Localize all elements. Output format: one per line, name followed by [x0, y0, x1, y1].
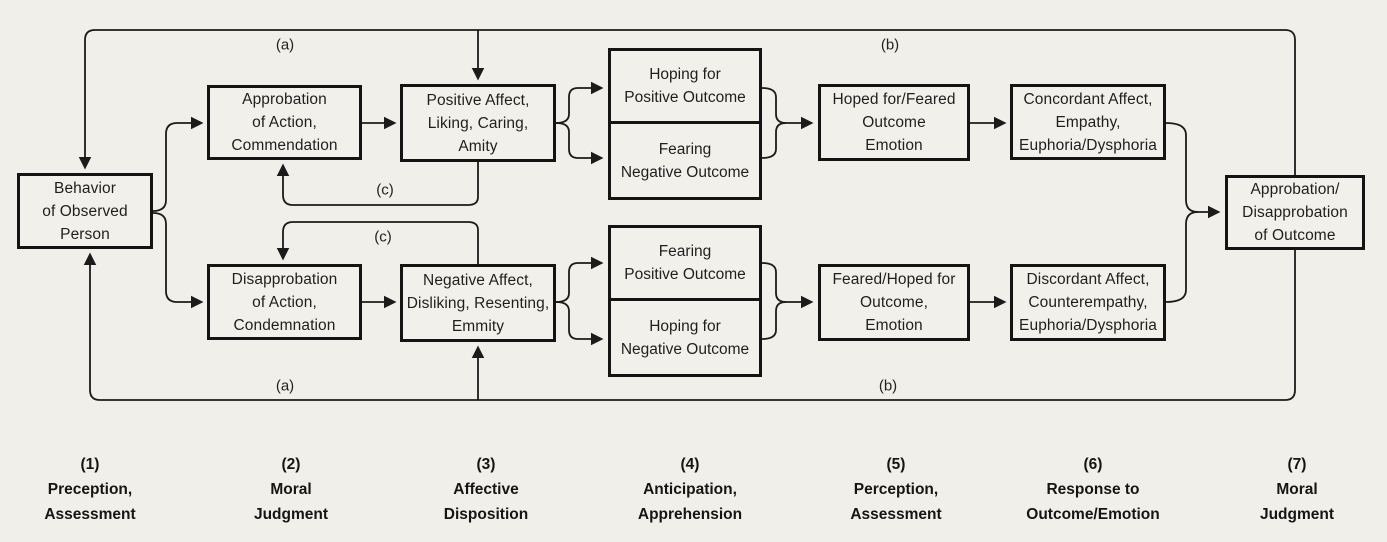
stage-7-moral-judgment: (7) Moral Judgment [1260, 452, 1334, 527]
arrow-behavior-to-approbation [152, 116, 204, 212]
arrow-c-bottom-loop [276, 221, 479, 264]
node-anticipation-positive-group: Hoping for Positive Outcome Fearing Nega… [608, 48, 762, 200]
node-fearing-negative-outcome: Fearing Negative Outcome [620, 140, 750, 181]
stage-6-response-to-outcome: (6) Response to Outcome/Emotion [1026, 452, 1159, 527]
node-negative-affect: Negative Affect, Disliking, Resenting, E… [400, 264, 556, 342]
edge-label-a-top: (a) [275, 36, 295, 54]
stage-3-name: Affective Disposition [443, 481, 529, 523]
node-approbation-disapprobation-of-outcome: Approbation/ Disapprobation of Outcome [1225, 175, 1365, 250]
stage-5-name: Perception, Assessment [850, 481, 942, 523]
arrow-feedback-bottom [83, 250, 1296, 401]
arrow-c-top-loop [276, 162, 479, 206]
arrow-anticipation-top-merge-upper [761, 87, 814, 130]
node-hoping-for-negative-outcome: Hoping for Negative Outcome [620, 317, 750, 358]
arrow-positive-to-fearing [555, 122, 604, 165]
edge-label-a-bottom: (a) [275, 377, 295, 395]
node-positive-affect: Positive Affect, Liking, Caring, Amity [400, 84, 556, 162]
stage-5-number: (5) [886, 456, 906, 473]
stage-3-affective-disposition: (3) Affective Disposition [444, 452, 528, 527]
edge-label-b-bottom: (b) [878, 377, 898, 395]
arrow-negative-to-fearing-positive [555, 256, 604, 303]
stage-1-name: Preception, Assessment [44, 481, 136, 523]
arrow-anticipation-bottom-merge-lower [761, 301, 787, 340]
node-concordant-affect: Concordant Affect, Empathy, Euphoria/Dys… [1010, 84, 1166, 160]
node-discordant-affect: Discordant Affect, Counterempathy, Eupho… [1010, 264, 1166, 341]
node-hoping-for-positive-outcome: Hoping for Positive Outcome [611, 51, 759, 124]
arrow-negative-to-hoping-negative [555, 301, 604, 346]
stage-2-moral-judgment: (2) Moral Judgment [254, 452, 328, 527]
arrow-feedback-top [78, 29, 1296, 175]
stage-1-perception-assessment: (1) Preception, Assessment [44, 452, 135, 527]
edge-label-c-bottom: (c) [374, 228, 392, 246]
arrow-anticipation-top-merge-lower [761, 122, 787, 159]
stage-2-number: (2) [281, 456, 301, 473]
node-hoped-for-feared-outcome-emotion: Hoped for/Feared Outcome Emotion [818, 84, 970, 161]
arrow-discordant-to-outcome [1165, 211, 1199, 303]
arrow-anticipation-bottom-merge-upper [761, 262, 814, 309]
stage-2-name: Moral Judgment [253, 481, 329, 523]
stage-6-number: (6) [1083, 456, 1103, 473]
stage-4-name: Anticipation, Apprehension [637, 481, 743, 523]
stage-1-number: (1) [80, 456, 100, 473]
node-feared-hoped-for-outcome-emotion: Feared/Hoped for Outcome, Emotion [818, 264, 970, 341]
node-approbation-of-action: Approbation of Action, Commendation [207, 85, 362, 160]
node-disapprobation-of-action: Disapprobation of Action, Condemnation [207, 264, 362, 340]
stage-5-perception-assessment: (5) Perception, Assessment [850, 452, 941, 527]
node-behavior-of-observed-person: Behavior of Observed Person [17, 173, 153, 249]
stage-3-number: (3) [476, 456, 496, 473]
edge-label-c-top: (c) [376, 181, 394, 199]
stage-6-name: Response to Outcome/Emotion [1026, 481, 1160, 523]
stage-4-anticipation-apprehension: (4) Anticipation, Apprehension [638, 452, 742, 527]
arrow-behavior-to-disapprobation [152, 212, 204, 309]
stage-7-name: Moral Judgment [1259, 481, 1335, 523]
stage-7-number: (7) [1287, 456, 1307, 473]
stage-4-number: (4) [680, 456, 700, 473]
arrow-positive-to-hoping [555, 81, 604, 124]
node-fearing-positive-outcome: Fearing Positive Outcome [611, 228, 759, 301]
edge-label-b-top: (b) [880, 36, 900, 54]
arrow-concordant-to-outcome [1165, 122, 1221, 219]
node-anticipation-negative-group: Fearing Positive Outcome Hoping for Nega… [608, 225, 762, 377]
